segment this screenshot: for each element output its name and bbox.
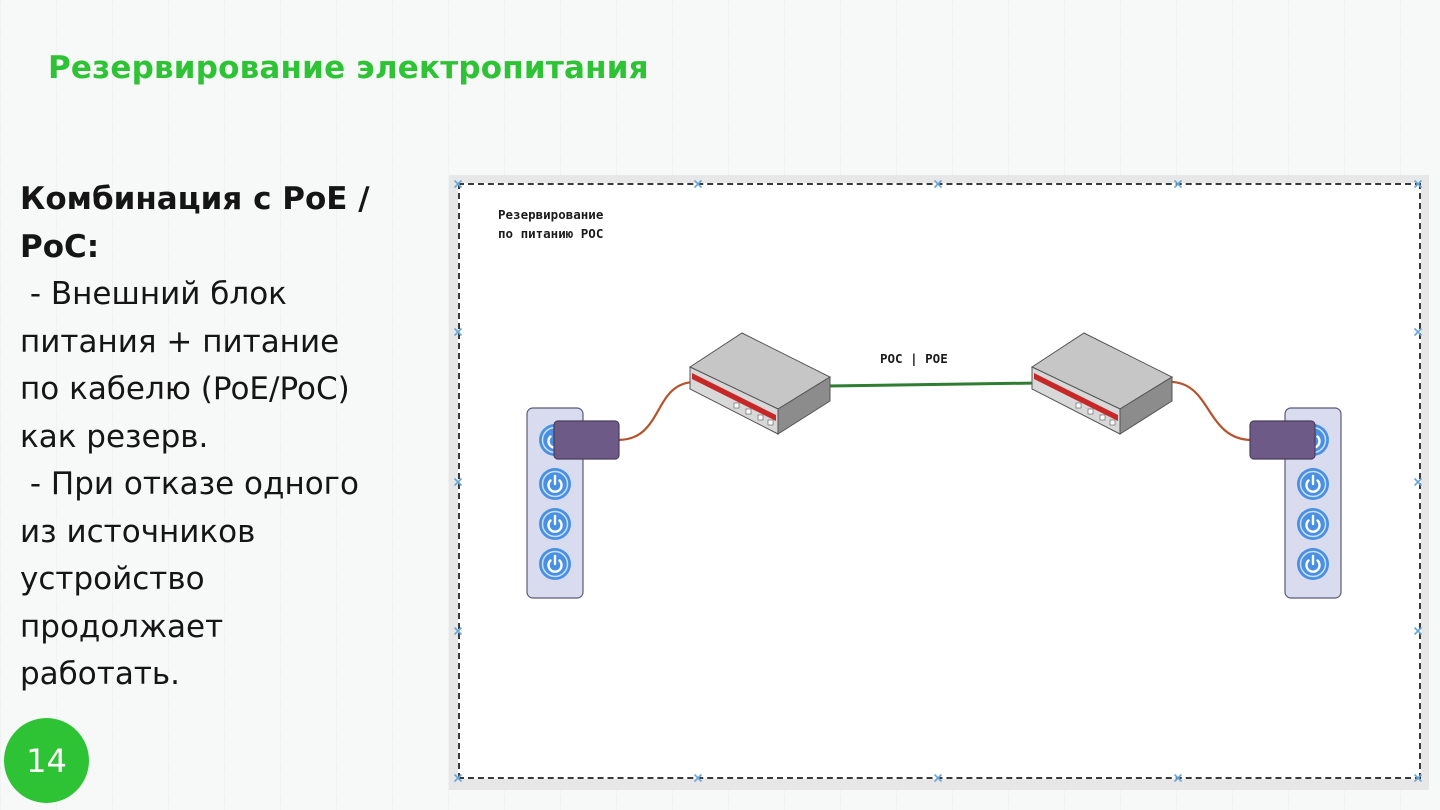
body-line: из источников (20, 513, 256, 550)
selection-handle (1413, 626, 1423, 636)
body-line: питания + питание (20, 323, 340, 360)
power-button-icon (537, 546, 573, 582)
power-button-icon (1295, 506, 1331, 542)
selection-handle (1413, 773, 1423, 783)
slide-body-text: Комбинация с PoE / PoC: - Внешний блок п… (20, 176, 440, 699)
body-line: продолжает (20, 608, 224, 645)
power-button-icon (1295, 466, 1331, 502)
selection-handle (453, 626, 463, 636)
slide-title: Резервирование электропитания (48, 50, 649, 86)
selection-handle (933, 179, 943, 189)
selection-handle (933, 773, 943, 783)
network-switch-icon[interactable] (688, 332, 832, 435)
selection-handle (693, 179, 703, 189)
body-line: - При отказе одного (20, 466, 359, 502)
body-line: работать. (20, 656, 180, 692)
diagram-canvas[interactable] (458, 183, 1421, 779)
left-power-cable (617, 380, 699, 442)
selection-handle (453, 773, 463, 783)
selection-handle (453, 327, 463, 337)
body-line: как резерв. (20, 418, 209, 455)
diagram-caption-line: по питанию POC (498, 226, 604, 241)
power-button-icon (537, 506, 573, 542)
body-heading-line: Комбинация с PoE / (20, 181, 370, 217)
selection-handle (453, 477, 463, 487)
selection-handles[interactable] (453, 179, 1423, 783)
selection-handle (1413, 327, 1423, 337)
page-number-badge: 14 (4, 718, 89, 803)
power-button-icon (1295, 546, 1331, 582)
selection-handle (693, 773, 703, 783)
power-adapter-icon[interactable] (1249, 420, 1316, 460)
selection-handle (1413, 179, 1423, 189)
right-power-cable (1167, 380, 1253, 442)
selection-handle (1173, 179, 1183, 189)
diagram-caption: Резервирование по питанию POC (498, 205, 603, 243)
power-adapter-icon[interactable] (553, 420, 620, 460)
body-line: по кабелю (PoE/PoC) (20, 371, 350, 407)
body-line: - Внешний блок (20, 276, 287, 312)
power-button-icon (537, 466, 573, 502)
link-label: POC | POE (880, 351, 948, 366)
body-heading-line: PoC: (20, 228, 100, 265)
selection-handle (1173, 773, 1183, 783)
selection-handle (1413, 477, 1423, 487)
poc-poe-link (827, 381, 1039, 388)
body-line: устройство (20, 561, 205, 597)
diagram-caption-line: Резервирование (498, 207, 604, 222)
network-switch-icon[interactable] (1030, 332, 1174, 435)
selection-handle (453, 179, 463, 189)
